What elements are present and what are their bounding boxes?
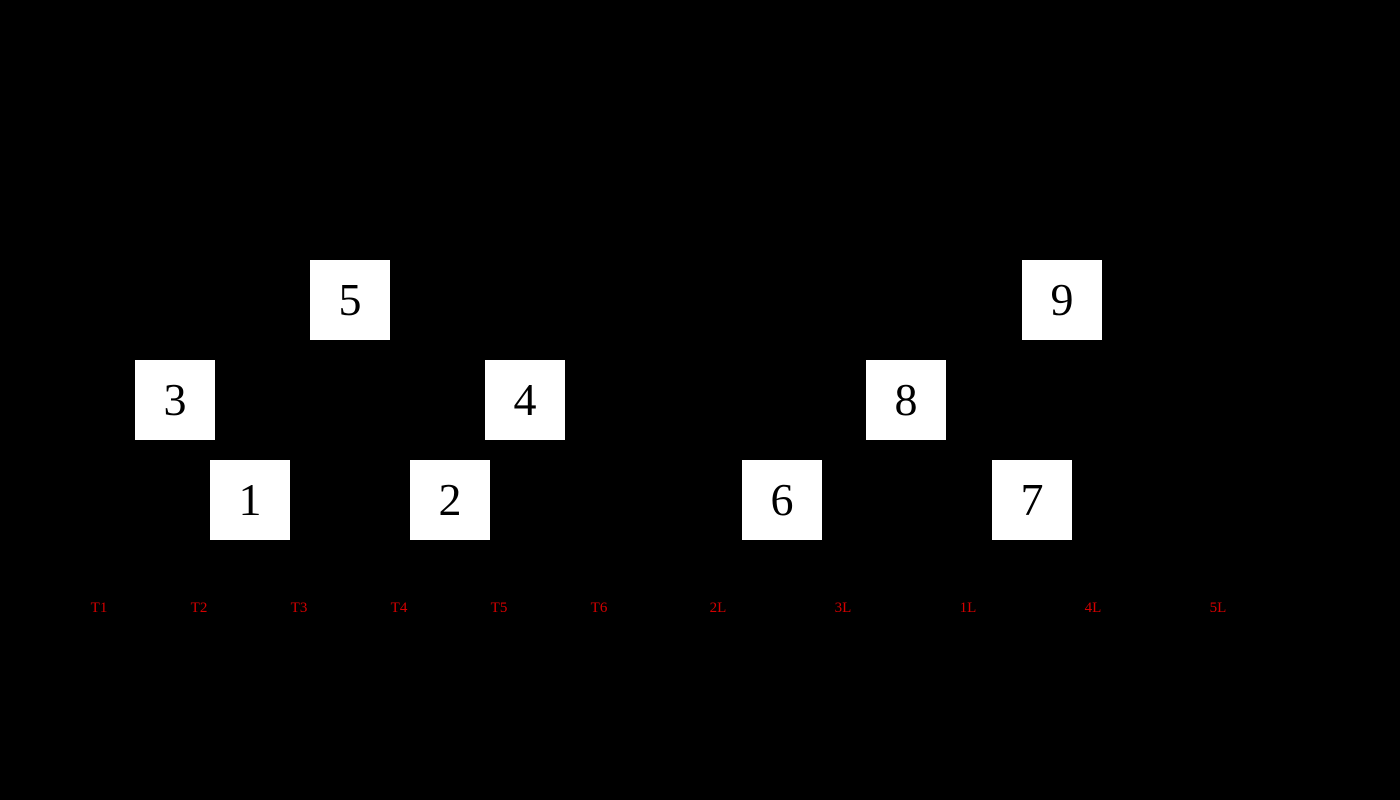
axis-tick-label: T2 <box>190 600 208 616</box>
node-box[interactable]: 4 <box>485 360 565 440</box>
axis-tick-label: T5 <box>490 600 508 616</box>
axis-tick-label: T3 <box>290 600 308 616</box>
axis-tick-label: 4L <box>1084 600 1102 616</box>
node-box-label: 5 <box>338 274 362 325</box>
axis-tick-label: 2L <box>709 600 727 616</box>
node-box[interactable]: 5 <box>310 260 390 340</box>
node-box-label: 4 <box>513 374 537 425</box>
node-box-label: 8 <box>894 374 918 425</box>
node-box[interactable]: 3 <box>135 360 215 440</box>
node-box[interactable]: 8 <box>866 360 946 440</box>
axis-tick-label: T6 <box>590 600 608 616</box>
node-box[interactable]: 7 <box>992 460 1072 540</box>
axis-tick-label: 5L <box>1209 600 1227 616</box>
node-box[interactable]: 6 <box>742 460 822 540</box>
node-box[interactable]: 2 <box>410 460 490 540</box>
node-box-label: 2 <box>438 474 462 525</box>
node-box[interactable]: 1 <box>210 460 290 540</box>
node-box[interactable]: 9 <box>1022 260 1102 340</box>
node-box-label: 1 <box>238 474 262 525</box>
node-box-label: 9 <box>1050 274 1074 325</box>
node-box-label: 6 <box>770 474 794 525</box>
axis-tick-label: 3L <box>834 600 852 616</box>
node-box-label: 3 <box>163 374 187 425</box>
axis-tick-label: 1L <box>959 600 977 616</box>
axis-tick-label: T1 <box>90 600 108 616</box>
node-box-label: 7 <box>1020 474 1044 525</box>
axis-tick-label: T4 <box>390 600 408 616</box>
